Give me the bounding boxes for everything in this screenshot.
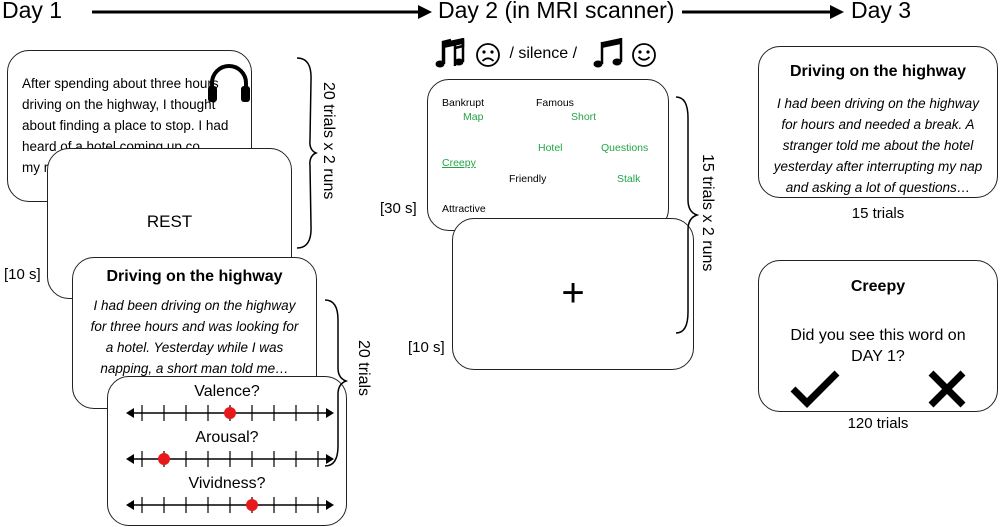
recognition-question: Did you see this word on DAY 1?	[790, 327, 966, 365]
bracket-day1-top	[296, 57, 318, 249]
rest-label: REST	[146, 212, 193, 231]
word-attractive: Attractive	[442, 203, 486, 215]
day3-recognition-card: Creepy Did you see this word on DAY 1?	[758, 260, 998, 412]
day3-recognition-trials: 120 trials	[847, 415, 909, 432]
recognition-word: Creepy	[850, 278, 906, 295]
x-mark-icon[interactable]	[927, 369, 967, 409]
rating-scale-arousal[interactable]	[126, 451, 334, 467]
happy-face-icon	[632, 43, 656, 67]
rating-marker[interactable]	[158, 453, 170, 465]
day2-fixation-card: +	[452, 218, 694, 370]
fixation-cross: +	[561, 271, 585, 315]
day3-story-text: I had been driving on the highway for ho…	[773, 96, 983, 195]
headphones-icon	[208, 64, 250, 102]
bracket-day1-bottom	[324, 299, 349, 467]
day2-trials-label: 15 trials x 2 runs	[699, 154, 716, 272]
word-friendly: Friendly	[509, 173, 547, 185]
scale-arrow-right	[326, 500, 334, 510]
bracket-day2	[675, 96, 700, 334]
day3-story-title: Driving on the highway	[789, 63, 966, 80]
scale-arrow-right	[326, 454, 334, 464]
scale-arrow-right	[326, 408, 334, 418]
word-creepy: Creepy	[442, 157, 476, 169]
day2-fixation-duration: [10 s]	[408, 339, 445, 356]
arousal-label: Arousal?	[195, 429, 259, 446]
day1-header: Day 1	[2, 0, 63, 23]
scale-arrow-left	[126, 408, 134, 418]
day2-header: Day 2 (in MRI scanner)	[438, 0, 675, 23]
rating-scale-valence[interactable]	[126, 405, 334, 421]
rating-scales	[126, 405, 334, 513]
word-bankrupt: Bankrupt	[442, 97, 485, 109]
vividness-label: Vividness?	[188, 475, 266, 492]
music-notes-icon	[593, 38, 623, 68]
valence-label: Valence?	[194, 383, 260, 400]
scale-arrow-left	[126, 454, 134, 464]
word-hotel: Hotel	[538, 142, 563, 154]
recall-text: I had been driving on the highway for th…	[90, 298, 299, 376]
word-short: Short	[571, 111, 597, 123]
music-notes-icon	[435, 38, 465, 68]
day1-rest-duration: [10 s]	[4, 266, 41, 283]
day1-rating-card: Valence? Arousal? Vividness?	[107, 376, 347, 526]
word-map: Map	[463, 111, 484, 123]
day3-story-trials: 15 trials	[851, 205, 905, 222]
conditions-text: / silence /	[505, 45, 582, 62]
day3-story-card: Driving on the highway I had been drivin…	[758, 46, 998, 198]
word-questions: Questions	[601, 142, 649, 154]
sad-face-icon	[476, 43, 500, 67]
rating-scale-vividness[interactable]	[126, 497, 334, 513]
checkmark-icon[interactable]	[789, 369, 841, 409]
day2-conditions: / silence /	[435, 36, 665, 76]
rating-marker[interactable]	[246, 499, 258, 511]
word-famous: Famous	[536, 97, 574, 109]
arrow-day1-to-day2	[92, 5, 432, 19]
scale-arrow-left	[126, 500, 134, 510]
day3-header: Day 3	[851, 0, 912, 23]
word-stalk: Stalk	[617, 173, 641, 185]
rating-marker[interactable]	[224, 407, 236, 419]
day1-story-text: After spending about three hours driving…	[22, 76, 229, 175]
arrow-day2-to-day3	[682, 5, 844, 19]
day2-word-duration: [30 s]	[380, 200, 417, 217]
day2-word-card: Bankrupt Famous Map Short Hotel Question…	[427, 79, 669, 231]
recall-title: Driving on the highway	[106, 268, 283, 285]
